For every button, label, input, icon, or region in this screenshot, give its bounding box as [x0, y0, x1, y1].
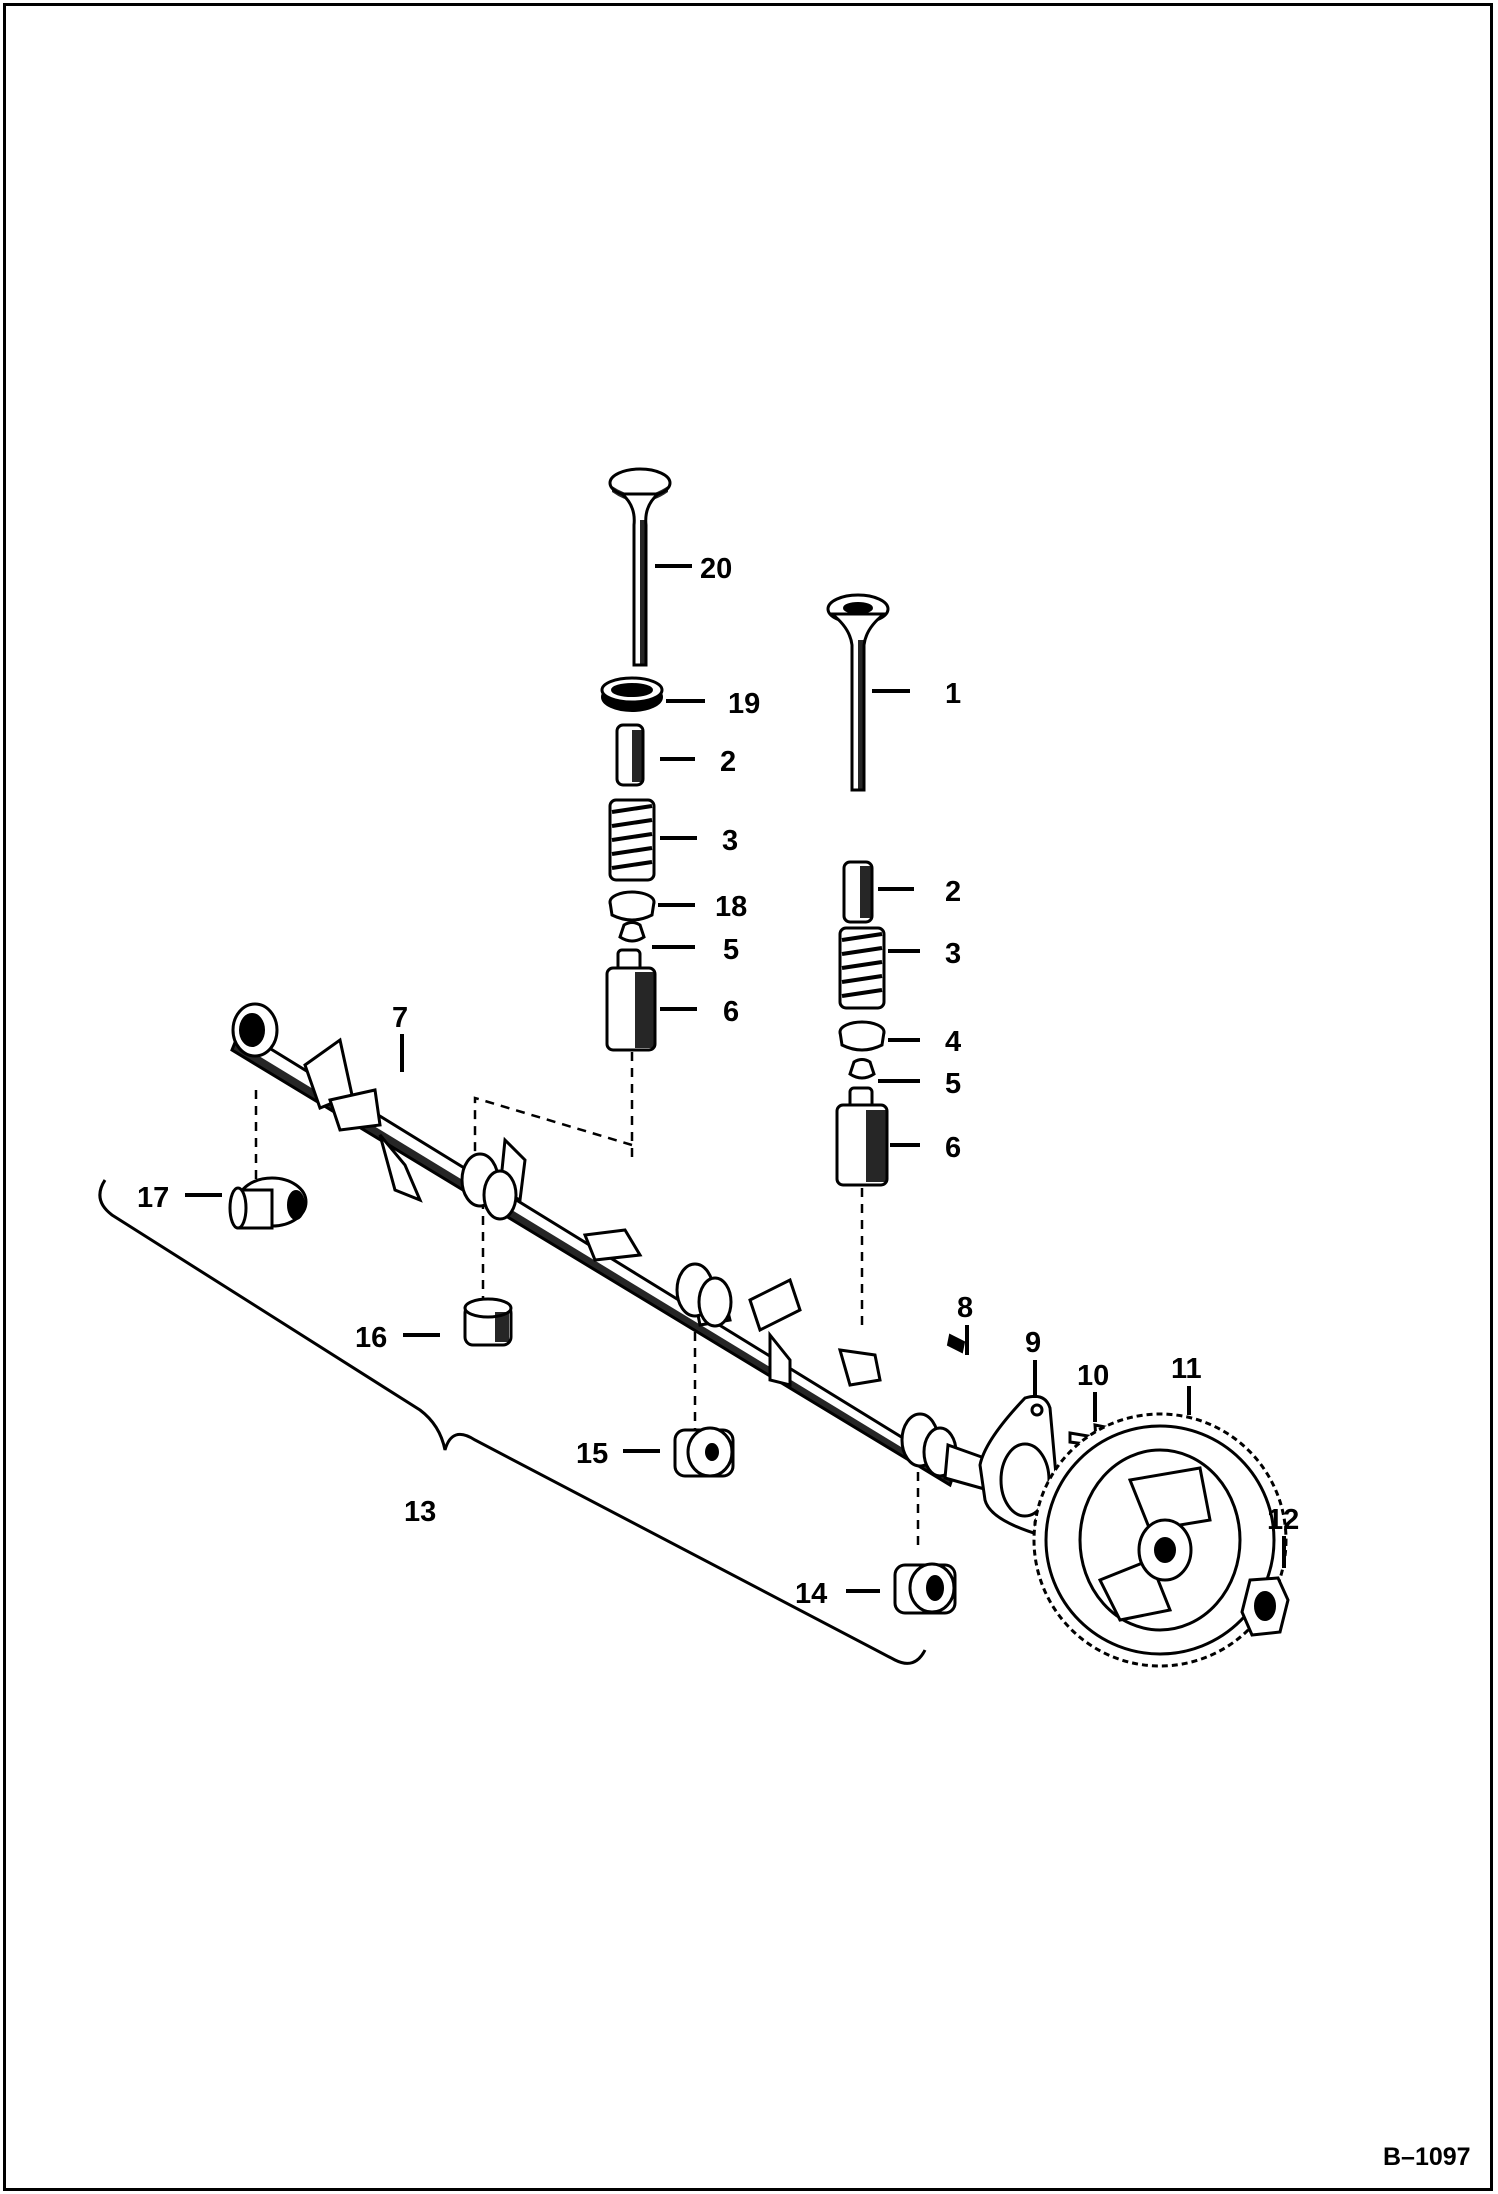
leader-lines: [185, 564, 1286, 1593]
part-3-spring-left: [608, 798, 656, 882]
callout-2-left: 2: [720, 746, 736, 778]
part-12-nut: [1240, 1576, 1290, 1637]
callout-3-right: 3: [945, 938, 961, 970]
drawing-frame: [3, 3, 1493, 2191]
part-15-bushing: [673, 1426, 735, 1478]
part-1-valve: [826, 593, 890, 792]
callout-10: 10: [1077, 1360, 1109, 1392]
callout-12: 12: [1267, 1504, 1299, 1536]
figure-reference: B–1097: [1383, 2143, 1471, 2171]
part-11-timing-gear: [1032, 1412, 1288, 1668]
callout-2-right: 2: [945, 876, 961, 908]
part-6-lifter-right: [835, 1086, 889, 1187]
callout-3-left: 3: [722, 825, 738, 857]
callout-17: 17: [137, 1182, 169, 1214]
callout-9: 9: [1025, 1327, 1041, 1359]
callout-14: 14: [795, 1578, 827, 1610]
left-valve-stack: [600, 467, 672, 1052]
part-17-bushing: [228, 1176, 308, 1230]
part-2-guide-left: [615, 723, 645, 787]
part-14-bushing: [893, 1562, 957, 1615]
callout-13: 13: [404, 1496, 436, 1528]
callout-19: 19: [728, 688, 760, 720]
part-2-guide-right: [842, 860, 874, 924]
callout-20: 20: [700, 553, 732, 585]
part-18-retainer: [608, 890, 656, 922]
part-8-key: [946, 1333, 966, 1354]
part-4-retainer: [838, 1020, 886, 1052]
callout-11: 11: [1171, 1353, 1202, 1385]
callout-18: 18: [715, 891, 747, 923]
callout-1: 1: [945, 678, 961, 710]
callout-16: 16: [355, 1322, 387, 1354]
part-16-bushing: [463, 1297, 513, 1347]
callouts: 20 19 2 3 18 5 6 1 2 3 4 5 6 7 17 16 15 …: [137, 553, 1299, 1610]
callout-7: 7: [392, 1002, 408, 1034]
callout-5-right: 5: [945, 1068, 961, 1100]
right-valve-stack: [826, 593, 890, 1187]
callout-8: 8: [957, 1292, 973, 1324]
part-7-camshaft: [230, 1002, 992, 1492]
callout-5-left: 5: [723, 934, 739, 966]
part-3-spring-right: [838, 926, 886, 1010]
part-5-keepers-left: [618, 921, 646, 943]
part-6-lifter-left: [605, 948, 657, 1052]
part-19-seat: [600, 676, 664, 712]
bushing-set-brace: [98, 1179, 927, 1665]
part-5-keepers-right: [848, 1058, 876, 1080]
callout-4: 4: [945, 1026, 961, 1058]
part-20-valve: [608, 467, 672, 667]
callout-6-left: 6: [723, 996, 739, 1028]
callout-6-right: 6: [945, 1132, 961, 1164]
callout-15: 15: [576, 1438, 608, 1470]
